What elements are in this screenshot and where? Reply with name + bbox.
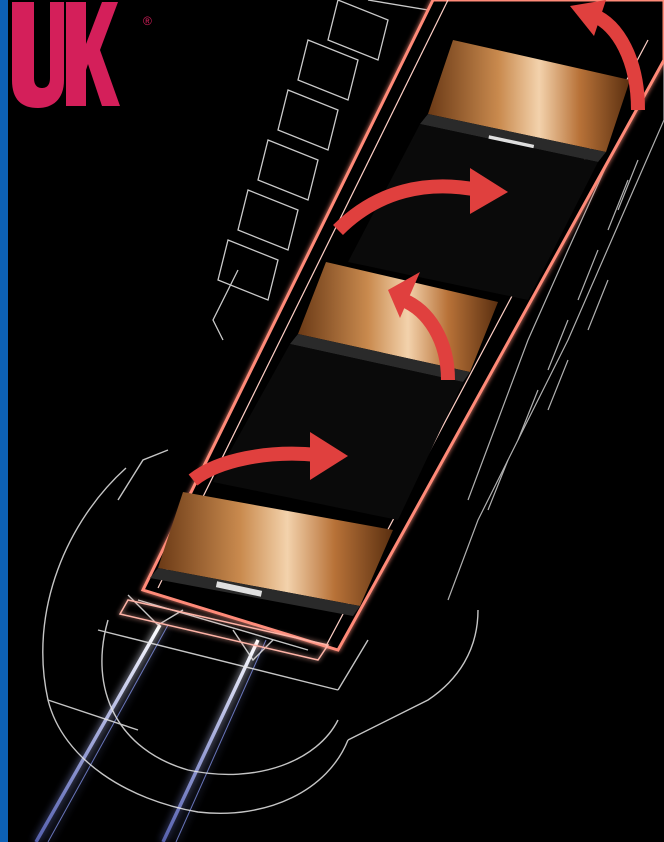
- uk-logo: [8, 0, 120, 110]
- flashlight-cutaway-svg: [8, 0, 664, 842]
- flashlight-illustration: ®: [8, 0, 664, 842]
- light-beams: [36, 625, 266, 842]
- registered-mark: ®: [143, 14, 152, 28]
- light-beam-left: [36, 625, 160, 842]
